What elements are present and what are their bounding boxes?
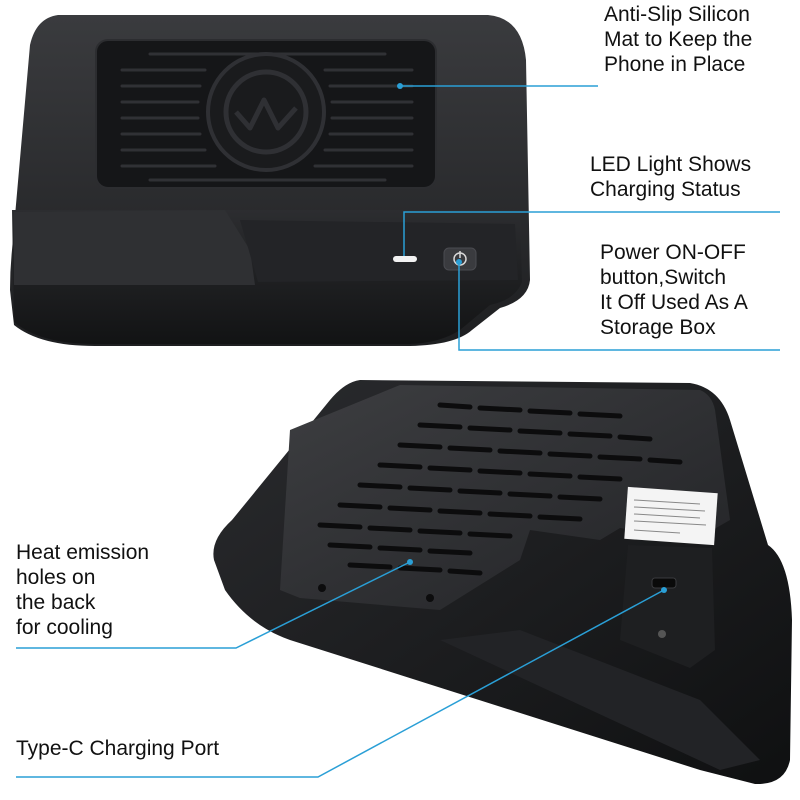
power-button[interactable] [443,247,477,271]
callout-mat: Anti-Slip Silicon Mat to Keep the Phone … [604,3,753,76]
label-print [633,499,707,534]
leader-line-power [458,262,780,351]
screw-hole [658,630,666,638]
heat-vents [317,402,683,576]
callout-power: Power ON-OFF button,Switch It Off Used A… [600,241,748,339]
charger-front-inset [240,220,518,282]
leader-line-heat [16,561,411,649]
callout-typec: Type-C Charging Port [16,737,220,760]
led-indicator [393,256,417,262]
charger-front-bevel [14,210,255,285]
port-housing [620,545,715,668]
logo-inner-ring [223,69,309,155]
mat-ridges [120,52,414,182]
screw-hole [318,584,326,592]
leader-line-typec [16,589,665,778]
type-c-port[interactable] [651,577,677,589]
logo-mark [234,97,298,131]
callout-led: LED Light Shows Charging Status [590,153,752,201]
charger-top-view [10,15,530,346]
charger-bottom-view [213,380,792,785]
charger-underside-panel [280,385,730,610]
leader-lines [16,83,780,778]
screw-hole [426,594,434,602]
callout-heat: Heat emission holes on the back for cool… [16,541,150,639]
leader-line-led [403,211,780,256]
tray-floor [440,630,760,770]
